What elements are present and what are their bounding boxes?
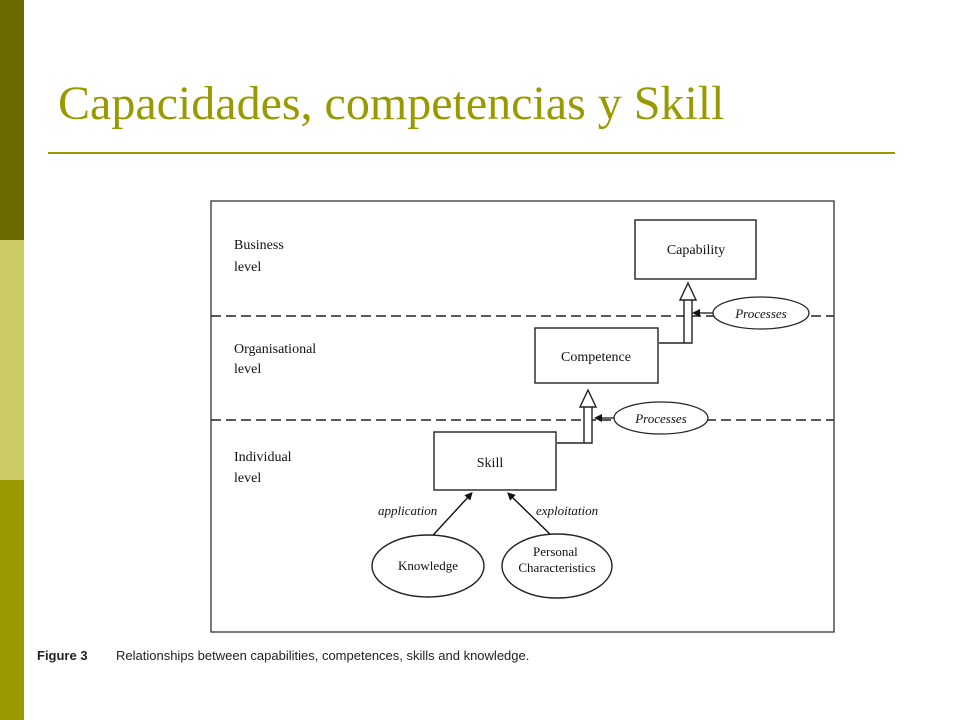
capability-box — [634, 219, 757, 280]
level-label-organisational: Organisational level — [234, 342, 320, 377]
sidebar-accent-mid — [0, 480, 24, 720]
processes-label-lower: Processes — [634, 411, 687, 426]
skill-box — [433, 431, 557, 491]
personal-characteristics-label: Personal Characteristics — [518, 544, 595, 575]
sidebar-accent-light — [0, 240, 24, 480]
level-label-individual: Individual level — [234, 450, 295, 486]
level-label-business-line1: Business — [234, 238, 284, 253]
slide-title: Capacidades, competencias y Skill — [58, 77, 725, 130]
personal-characteristics-line1: Personal — [533, 544, 578, 559]
capability-label: Capability — [667, 243, 725, 258]
knowledge-ellipse — [371, 534, 485, 598]
level-label-organisational-line1: Organisational — [234, 342, 316, 357]
level-label-business: Business level — [234, 238, 287, 275]
knowledge-label: Knowledge — [398, 558, 458, 573]
figure-caption-text: Relationships between capabilities, comp… — [116, 648, 530, 663]
arrow-skill-to-competence — [557, 404, 593, 444]
personal-characteristics-line2: Characteristics — [518, 560, 595, 575]
skill-label: Skill — [477, 456, 504, 471]
arrow-head-capability — [678, 281, 698, 301]
diagram-frame — [210, 200, 835, 633]
processes-label-upper: Processes — [734, 306, 787, 321]
competence-label: Competence — [561, 350, 631, 365]
edge-personal-to-skill — [507, 492, 557, 541]
level-label-business-line2: level — [234, 260, 261, 275]
level-label-organisational-line2: level — [234, 362, 261, 377]
processes-ellipse-lower — [613, 401, 709, 435]
sidebar-accent-dark — [0, 0, 24, 240]
figure-caption: Figure 3 Relationships between capabiliti… — [37, 648, 529, 663]
arrow-competence-to-capability — [659, 297, 693, 344]
personal-characteristics-ellipse — [501, 533, 613, 599]
edge-label-application: application — [378, 503, 437, 518]
processes-ellipse-upper — [712, 296, 810, 330]
level-label-individual-line1: Individual — [234, 450, 292, 465]
competence-box — [534, 327, 659, 384]
edge-label-exploitation: exploitation — [536, 503, 598, 518]
figure-number: Figure 3 — [37, 648, 88, 663]
title-underline — [48, 152, 895, 154]
arrow-head-competence — [578, 388, 598, 408]
level-label-individual-line2: level — [234, 471, 261, 486]
